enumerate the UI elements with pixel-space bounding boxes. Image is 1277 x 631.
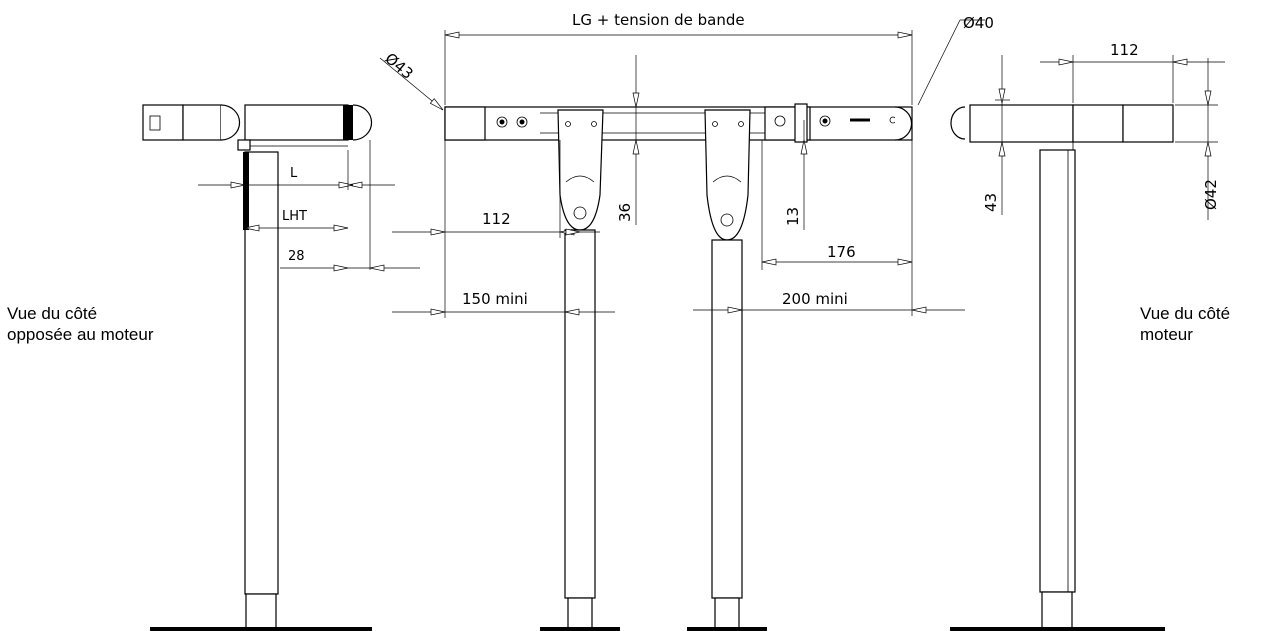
dim-112-right: 112: [1110, 41, 1139, 59]
dim-d43-left: Ø43: [381, 49, 416, 83]
right-foot-tube: [1041, 591, 1073, 629]
right-column: [1039, 149, 1076, 593]
dim-43-right: 43: [982, 193, 1000, 212]
caption-left-line-2: opposée au moteur: [7, 325, 154, 344]
drive-end: [894, 106, 913, 141]
right-leg-bracket: [704, 109, 751, 241]
dim-lg: LG + tension de bande: [572, 11, 745, 29]
dim-l: L: [290, 166, 298, 181]
idler-end: [444, 106, 486, 141]
right-side-view: [950, 104, 1174, 631]
dim-d40: Ø40: [963, 14, 994, 32]
right-motor-housing: [1072, 104, 1124, 143]
dim-176: 176: [827, 243, 856, 261]
left-column-edge: [243, 152, 249, 230]
dim-28: 28: [288, 249, 305, 264]
caption-right-line-1: Vue du côté: [1140, 304, 1231, 323]
left-side-view: [142, 104, 373, 631]
left-roller: [244, 104, 349, 141]
center-left-base: [540, 627, 620, 631]
left-view-dimensions: L LHT 28: [198, 140, 420, 272]
conveyor-frame: [444, 106, 913, 141]
left-column: [244, 151, 279, 595]
center-right-column: [711, 239, 743, 599]
center-right-base: [687, 627, 767, 631]
caption-right-line-2: moteur: [1140, 325, 1193, 344]
dim-36: 36: [616, 203, 634, 222]
left-foot-tube: [245, 593, 277, 631]
left-base-plate: [150, 627, 372, 631]
dim-d42: Ø42: [1202, 179, 1220, 210]
caption-side-motor: Vue du côté moteur: [1140, 303, 1230, 345]
center-view: [444, 103, 913, 631]
left-motor-housing: [142, 104, 184, 141]
dim-112-center: 112: [482, 210, 511, 228]
center-left-column: [564, 229, 596, 599]
dim-lht: LHT: [282, 209, 307, 224]
center-view-dimensions: LG + tension de bande Ø40 Ø43 36 13 112 …: [379, 11, 994, 318]
right-base-plate: [950, 627, 1165, 631]
dim-13: 13: [784, 207, 802, 226]
caption-side-opposite-motor: Vue du côté opposée au moteur: [7, 303, 154, 345]
left-leg-bracket: [557, 109, 604, 231]
dim-200-mini: 200 mini: [782, 290, 848, 308]
dim-150-mini: 150 mini: [462, 290, 528, 308]
right-view-dimensions: 112 Ø42 43: [982, 41, 1225, 220]
caption-left-line-1: Vue du côté: [7, 304, 98, 323]
right-roller: [969, 104, 1074, 143]
